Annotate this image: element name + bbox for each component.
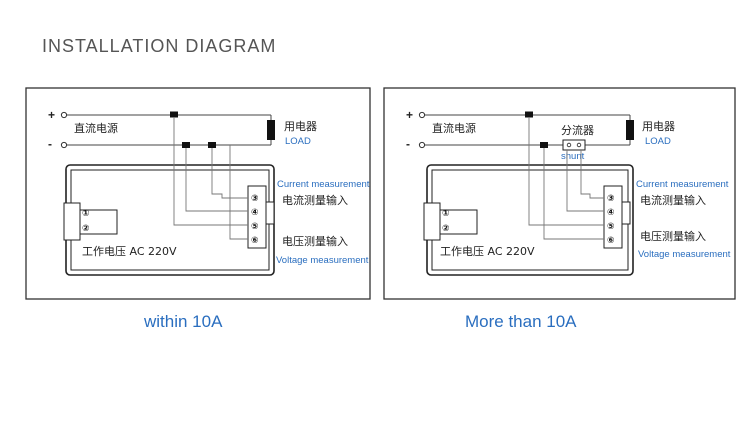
working-voltage-label: 工作电压 AC 220V <box>82 245 177 258</box>
wire-to-terminal-3 <box>211 148 248 199</box>
terminal-block-tab <box>265 201 275 225</box>
voltage-measurement-en: Voltage measurement <box>638 249 731 260</box>
panel-border <box>25 87 371 300</box>
voltage-input-cn: 电压测量输入 <box>282 234 348 248</box>
working-voltage-label: 工作电压 AC 220V <box>440 245 535 258</box>
wire-to-terminal-5 <box>528 117 604 226</box>
junction-positive <box>170 111 178 118</box>
junction-negative-a <box>182 142 190 148</box>
plus-terminal <box>60 111 68 119</box>
minus-sign: - <box>48 137 52 151</box>
current-input-cn: 电流测量输入 <box>282 193 348 207</box>
panel-more-than-10a: + - 直流电源 分流器 shunt 用电器 LOAD ① ② 工作电压 AC … <box>383 87 736 300</box>
load-symbol <box>267 120 275 140</box>
page-title: INSTALLATION DIAGRAM <box>42 36 277 56</box>
panel-within-10a: + - 直流电源 用电器 LOAD ① ② 工作电压 AC 220V ③ ④ ⑤ <box>25 87 371 300</box>
power-connector-body <box>439 209 478 235</box>
junction-negative <box>540 142 548 148</box>
load-label-en: LOAD <box>645 136 671 147</box>
wire-to-terminal-4 <box>185 148 248 212</box>
terminal-3: ③ <box>607 194 615 204</box>
plus-sign: + <box>406 108 413 122</box>
power-connector <box>423 202 441 241</box>
power-connector-body <box>79 209 118 235</box>
terminal-5: ⑤ <box>251 222 259 232</box>
wire-to-terminal-6 <box>543 148 604 240</box>
wire-to-terminal-5 <box>173 117 248 226</box>
panel-border <box>383 87 736 300</box>
caption-more-than-10a: More than 10A <box>465 312 577 331</box>
shunt-terminal-a <box>566 142 572 148</box>
terminal-3: ③ <box>251 194 259 204</box>
shunt-label-en: shunt <box>561 151 585 162</box>
terminal-1: ① <box>442 209 450 219</box>
terminal-2: ② <box>442 224 450 234</box>
terminal-6: ⑥ <box>607 236 615 246</box>
minus-sign: - <box>406 137 410 151</box>
junction-positive <box>525 111 533 118</box>
shunt-terminal-b <box>576 142 582 148</box>
load-symbol <box>626 120 634 140</box>
load-label-cn: 用电器 <box>284 120 317 133</box>
minus-terminal <box>60 141 68 149</box>
plus-sign: + <box>48 108 55 122</box>
minus-terminal <box>418 141 426 149</box>
terminal-5: ⑤ <box>607 222 615 232</box>
terminal-2: ② <box>82 224 90 234</box>
terminal-block-tab <box>621 201 631 225</box>
dc-supply-label: 直流电源 <box>74 121 118 135</box>
dc-supply-label: 直流电源 <box>432 121 476 135</box>
wire-to-terminal-6 <box>229 145 248 240</box>
terminal-6: ⑥ <box>251 236 259 246</box>
caption-within-10a: within 10A <box>144 312 223 331</box>
current-input-cn: 电流测量输入 <box>640 193 706 207</box>
load-label-cn: 用电器 <box>642 120 675 133</box>
voltage-input-cn: 电压测量输入 <box>640 229 706 243</box>
load-label-en: LOAD <box>285 136 311 147</box>
voltage-measurement-en: Voltage measurement <box>276 255 369 266</box>
wire-to-terminal-4 <box>566 150 604 212</box>
shunt-label-cn: 分流器 <box>561 123 594 137</box>
shunt-symbol <box>562 139 586 151</box>
terminal-4: ④ <box>251 208 259 218</box>
current-measurement-en: Current measurement <box>636 179 729 190</box>
power-connector <box>63 202 81 241</box>
wire-to-terminal-3 <box>580 150 604 199</box>
terminal-1: ① <box>82 209 90 219</box>
terminal-4: ④ <box>607 208 615 218</box>
current-measurement-en: Current measurement <box>277 179 370 190</box>
junction-negative-b <box>208 142 216 148</box>
plus-terminal <box>418 111 426 119</box>
